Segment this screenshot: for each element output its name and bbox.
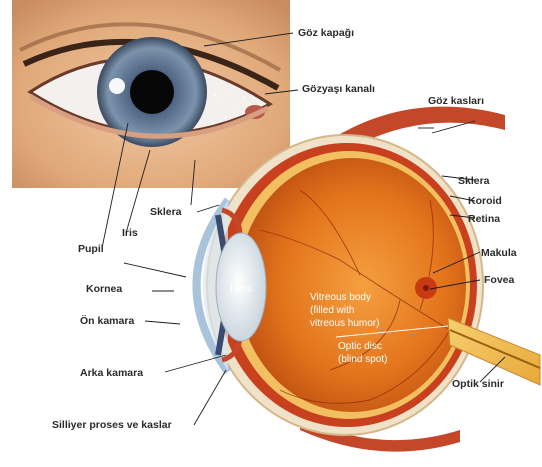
label-sklera-left: Sklera: [150, 206, 182, 218]
label-on-kamara: Ön kamara: [80, 314, 134, 327]
label-kornea: Kornea: [86, 283, 122, 295]
label-fovea: Fovea: [484, 274, 515, 286]
label-vitreous-line2: (filled with: [310, 305, 354, 316]
label-retina: Retina: [468, 213, 500, 225]
highlight: [109, 78, 125, 94]
label-makula: Makula: [481, 247, 517, 259]
label-optic-disc-line2: (blind spot): [338, 354, 387, 365]
label-sklera-right: Sklera: [458, 175, 490, 187]
label-silliyer: Silliyer proses ve kaslar: [52, 419, 172, 431]
label-optik-sinir: Optik sinir: [452, 378, 504, 390]
label-goz-kaslari: Göz kasları: [428, 95, 484, 107]
pupil-photo: [130, 70, 174, 114]
label-koroid: Koroid: [468, 195, 502, 207]
label-vitreous-line3: vitreous humor): [310, 318, 379, 329]
label-iris: Iris: [122, 227, 138, 239]
label-arka-kamara: Arka kamara: [80, 367, 143, 379]
label-pupil: Pupil: [78, 243, 104, 255]
label-goz-kapagi: Göz kapağı: [298, 27, 354, 39]
fovea-spot: [423, 285, 429, 291]
label-lens: Lens: [230, 284, 252, 295]
label-optic-disc-line1: Optic disc: [338, 341, 382, 352]
eye-photo: [12, 0, 290, 188]
label-gozyasi-kanali: Gözyaşı kanalı: [302, 83, 375, 95]
label-vitreous-line1: Vitreous body: [310, 292, 371, 303]
